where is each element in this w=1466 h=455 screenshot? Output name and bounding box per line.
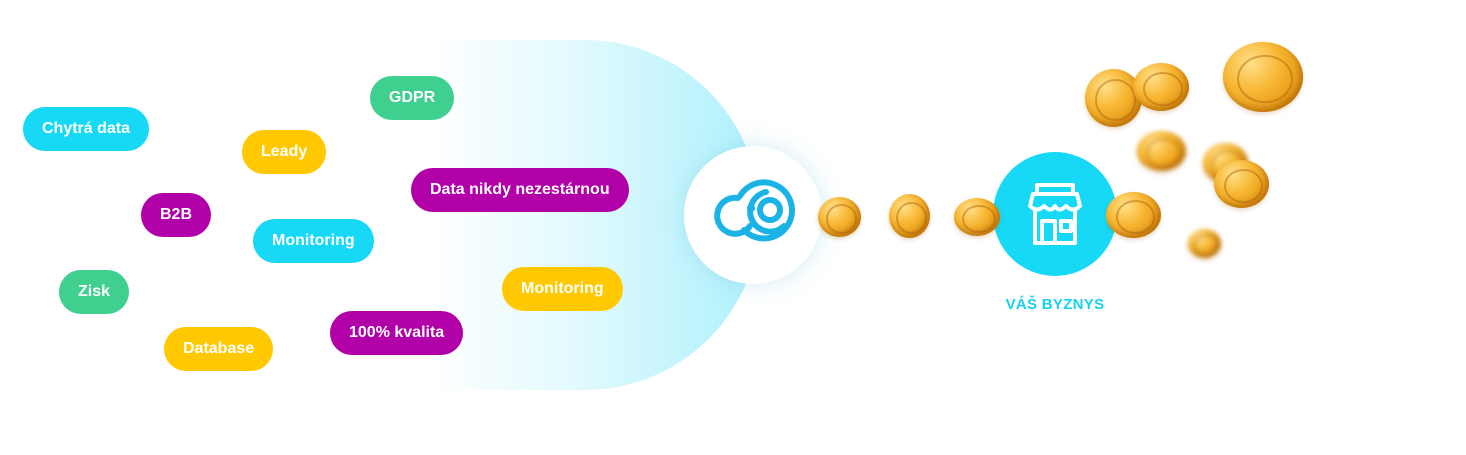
business-label: VÁŠ BYZNYS (1005, 296, 1105, 313)
tag-b2b: B2B (141, 193, 212, 237)
tag-gdpr: GDPR (370, 76, 455, 120)
tag-monitoring: Monitoring (253, 219, 374, 263)
tag-database: Database (164, 327, 274, 371)
shop-icon (1028, 183, 1082, 245)
tag-zisk: Zisk (59, 270, 130, 314)
coin-icon (818, 197, 861, 237)
coin-icon (1223, 42, 1303, 112)
tag-data-nikdy-nezestarnou: Data nikdy nezestárnou (411, 168, 629, 212)
tag-monitoring-2: Monitoring (502, 267, 623, 311)
brand-logo (684, 146, 822, 284)
coin-icon (1214, 160, 1269, 208)
tag-chytra-data: Chytrá data (23, 107, 150, 151)
brand-logo-icon (714, 179, 795, 242)
coin-icon (954, 198, 1000, 236)
coin-icon (1085, 69, 1142, 127)
coin-icon (1188, 229, 1221, 258)
coin-icon (1106, 192, 1161, 238)
business-circle (993, 152, 1117, 276)
coin-icon (889, 194, 930, 238)
coin-icon (1137, 131, 1186, 171)
coin-icon (1133, 63, 1189, 111)
tag-100-kvalita: 100% kvalita (330, 311, 464, 355)
tag-leady: Leady (242, 130, 327, 174)
